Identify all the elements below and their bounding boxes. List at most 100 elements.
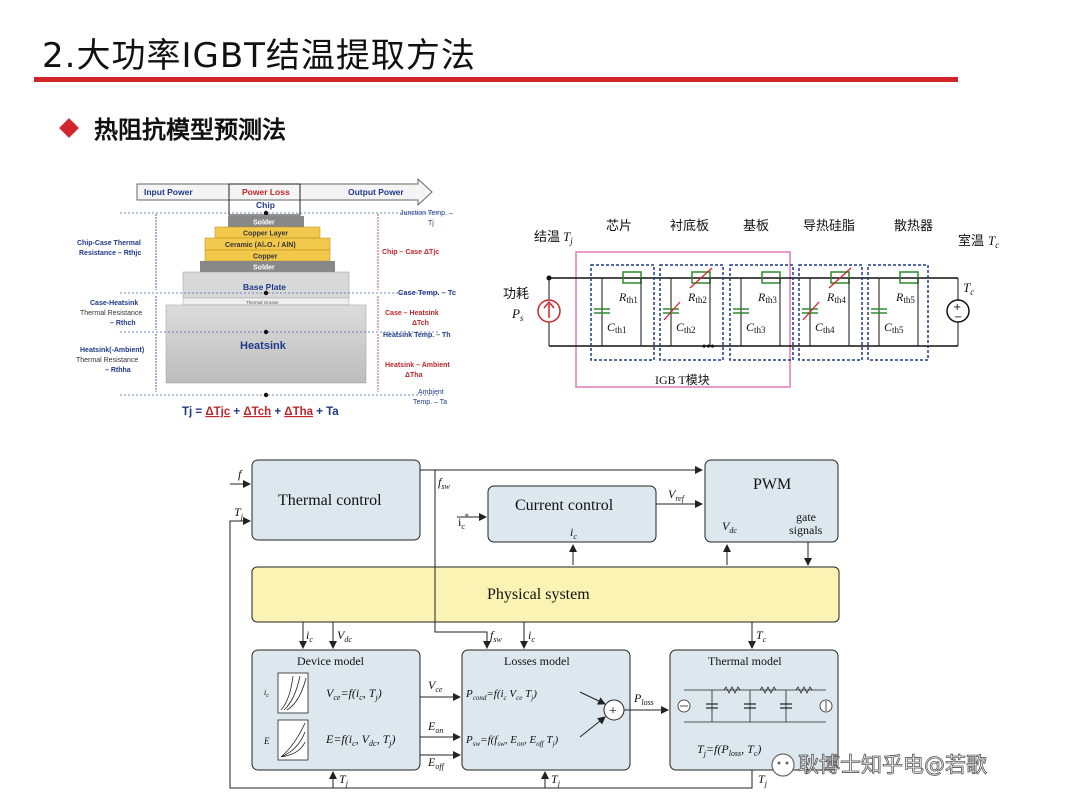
vdc-pwm-label: Vdc	[722, 519, 737, 535]
rc-cell-5	[867, 264, 929, 361]
physical-system-label: Physical system	[487, 586, 590, 603]
case-heatsink-delta-label: Case – Heatsink	[385, 310, 439, 317]
page-title: 2.大功率IGBT结温提取方法	[42, 36, 476, 76]
case-heatsink-sub2: – Rthch	[110, 320, 136, 327]
watermark: 耿博士知乎电@若歌	[771, 753, 987, 777]
svg-text:−: −	[954, 312, 962, 323]
heatsink-temp-label: Heatsink Temp. – Th	[383, 332, 451, 339]
eoff-label: Eoff	[427, 755, 446, 771]
input-power-label: Input Power	[144, 187, 193, 197]
solder2-label: Solder	[253, 265, 275, 272]
ic-losses-label: ic	[528, 628, 535, 644]
input-f-label: f	[238, 467, 243, 481]
heatsink-ambient-label: Heatsink(-Ambient)	[80, 347, 144, 354]
thermal-model-network	[677, 686, 833, 723]
case-heatsink-delta-sub: ΔTch	[412, 320, 429, 327]
current-control-block	[487, 485, 657, 543]
ambient-symbol: Tc	[988, 233, 999, 250]
tc-thermal-label: Tc	[756, 628, 767, 644]
psw-equation: Psw=f(fsw, Eon, Eoff Tj)	[465, 734, 558, 748]
case-heatsink-label: Case-Heatsink	[90, 300, 138, 307]
r-th1-label: Rth1	[618, 290, 638, 305]
ambient-temp-sub: Temp. – Ta	[413, 399, 447, 406]
junction-temp-label: Junction Temp. –	[400, 210, 453, 217]
heatsink-label: Heatsink	[240, 340, 287, 352]
physical-system-block	[251, 566, 840, 623]
section-subtitle: 热阻抗模型预测法	[94, 116, 286, 144]
power-cn-label: 功耗	[503, 287, 529, 302]
r-th5-label: Rth5	[895, 290, 915, 305]
igbt-module-label: IGB T模块	[655, 373, 710, 387]
ellipsis-dots: •••	[702, 339, 715, 353]
tj-symbol: Tj	[563, 229, 573, 246]
thermal-model-label: Thermal model	[708, 654, 782, 668]
sink-cn-label: 散热器	[894, 219, 933, 234]
grease-cn-label: 导热硅脂	[803, 219, 855, 234]
sum-plus: +	[609, 704, 617, 719]
thermal-network-circuit: IGB T模块 + −	[503, 218, 999, 388]
rc-cell-2	[659, 264, 724, 361]
eon-label: Eon	[427, 719, 443, 735]
base-plate-label: Base Plate	[243, 282, 286, 292]
input-tj-label: Tj	[234, 505, 244, 521]
ps-symbol: Ps	[511, 306, 524, 323]
ambient-cn-label: 室温	[958, 233, 984, 249]
power-arrow-shape	[136, 177, 433, 207]
device-model-label: Device model	[297, 654, 365, 668]
pcond-equation: Pcond=f(ic Vce Tj)	[465, 688, 537, 702]
c-th2-label: Cth2	[676, 320, 696, 335]
watermark-text: 耿博士知乎电@若歌	[798, 753, 987, 777]
substrate-cn-label: 衬底板	[670, 218, 709, 234]
title-underline	[34, 77, 958, 82]
chip-cn-label: 芯片	[606, 219, 632, 234]
base-cn-label: 基板	[743, 219, 769, 234]
thermal-control-label: Thermal control	[278, 492, 382, 509]
solder-label: Solder	[253, 220, 275, 227]
energy-equation: E=f(ic, Vdc, Tj)	[325, 732, 395, 748]
current-control-label: Current control	[515, 497, 614, 514]
tc-symbol: Tc	[963, 280, 974, 297]
case-heatsink-sub: Thermal Resistance	[80, 310, 142, 317]
ceramic-label: Ceramic (Al₂O₃ / AlN)	[225, 242, 296, 249]
fsw-losses-label: fsw	[490, 628, 502, 644]
tj-equation: Tj = ΔTjc + ΔTch + ΔTha + Ta	[182, 406, 339, 418]
losses-model-label: Losses model	[504, 654, 570, 668]
vce-equation: Vce=f(ic, Tj)	[326, 686, 382, 702]
signals-label: signals	[789, 523, 823, 537]
vref-label: Vref	[668, 487, 686, 503]
heatsink-ambient-sub2: – Rthha	[105, 367, 131, 374]
axis-e-label: E	[263, 736, 270, 746]
fsw-label: fsw	[438, 475, 450, 491]
solder-layer	[228, 216, 304, 227]
thermal-stack-diagram: Input Power Power Loss Output Power Chip…	[76, 177, 456, 418]
rc-cell-1	[590, 264, 655, 361]
tj-feedback-thermal-label: Tj	[758, 772, 768, 788]
thermal-control-block	[251, 459, 421, 541]
ploss-label: Ploss	[633, 691, 654, 707]
power-loss-box	[228, 183, 301, 216]
r-th2-label: Rth2	[687, 290, 707, 305]
r-th3-label: Rth3	[757, 290, 777, 305]
gate-label: gate	[796, 510, 816, 524]
vce-curve-plot	[277, 672, 309, 714]
svg-text:+: +	[953, 302, 961, 313]
output-power-label: Output Power	[348, 187, 404, 197]
r-th4-label: Rth4	[826, 290, 846, 305]
chip-case-resistance-sub: Resistance – Rthjc	[79, 250, 141, 257]
pwm-label: PWM	[753, 476, 791, 493]
chip-case-delta-label: Chip – Case ΔTjc	[382, 249, 439, 256]
thermal-model-block	[669, 649, 839, 771]
pwm-block	[704, 459, 839, 543]
tj-feedback-device-label: Tj	[339, 772, 349, 788]
subtitle-row: 热阻抗模型预测法	[59, 110, 286, 145]
heatsink-block	[165, 304, 367, 384]
c-th1-label: Cth1	[607, 320, 627, 335]
copper-label: Copper	[253, 254, 278, 261]
junction-temp-sub: Tj	[428, 220, 434, 227]
chip-case-resistance-label: Chip-Case Thermal	[77, 240, 141, 247]
ambient-source-icon	[946, 299, 970, 323]
junction-temp-cn: 结温	[534, 230, 560, 245]
chip-label: Chip	[256, 200, 275, 210]
rc-cell-3	[729, 264, 794, 361]
power-loss-label: Power Loss	[242, 187, 290, 197]
